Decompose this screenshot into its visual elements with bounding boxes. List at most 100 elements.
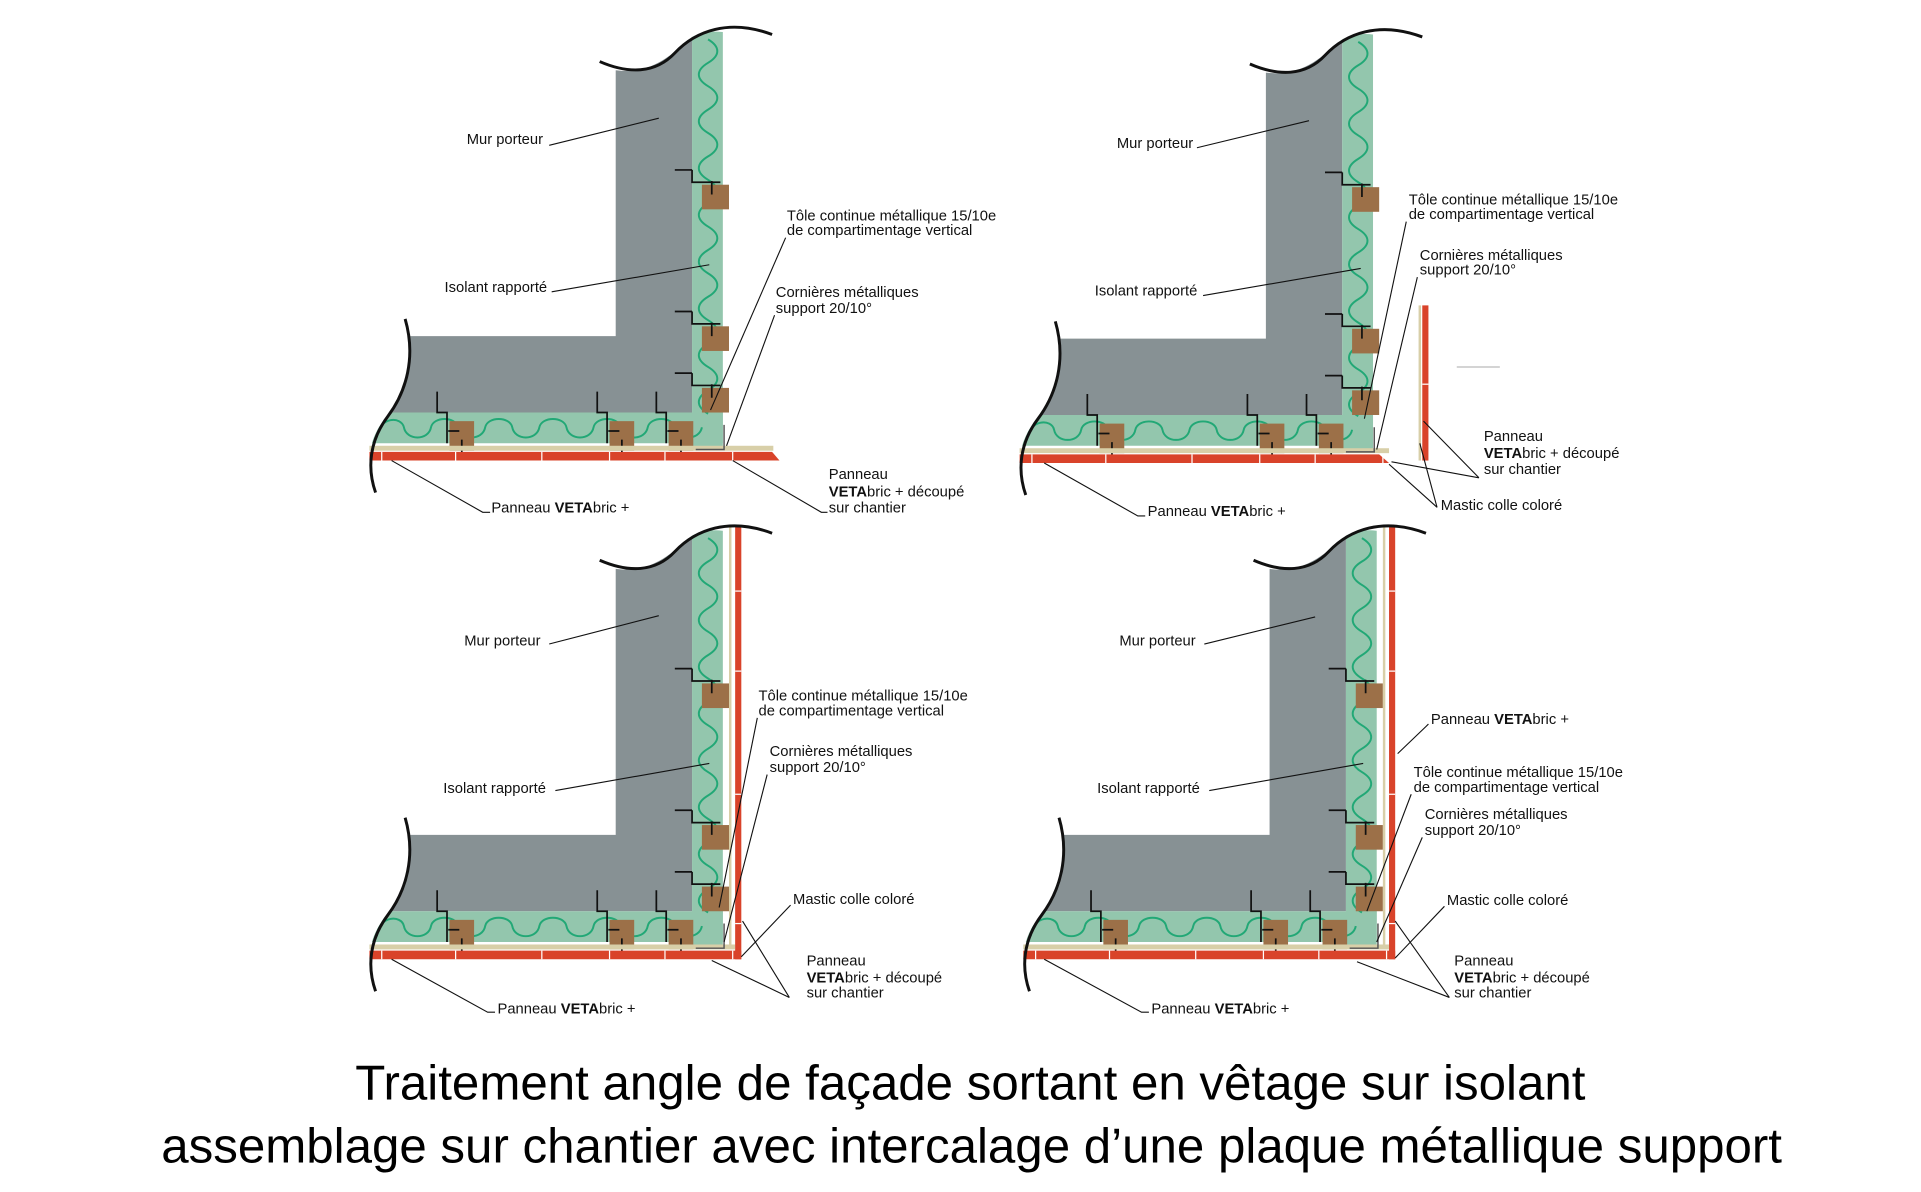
break-line	[1252, 524, 1427, 571]
metal-bracket	[674, 372, 721, 398]
break-line	[1019, 320, 1062, 496]
wood-batten	[1355, 825, 1383, 850]
section-panel	[369, 524, 773, 992]
label-mastic: Mastic colle coloré	[793, 892, 914, 908]
break-line	[369, 817, 412, 992]
label-decoupe-2: VETAbric + découpé	[829, 484, 965, 500]
label-decoupe-3: sur chantier	[1484, 462, 1561, 478]
leader-line	[726, 315, 776, 446]
metal-sheet	[1345, 427, 1375, 453]
leader-line	[1196, 120, 1310, 149]
label-decoupe-2: VETAbric + découpé	[1454, 971, 1590, 987]
section-drawings	[369, 25, 1429, 992]
break-line	[369, 318, 412, 494]
label-tole-1: Tôle continue métallique 15/10e	[759, 689, 968, 705]
label-decoupe-3: sur chantier	[829, 500, 906, 516]
label-side-panneau: Panneau VETAbric +	[1431, 712, 1569, 728]
wood-batten	[701, 683, 729, 709]
label-panneau: Panneau VETAbric +	[491, 500, 629, 516]
label-tole-1: Tôle continue métallique 15/10e	[1414, 765, 1623, 781]
title-line-1: Traitement angle de façade sortant en vê…	[355, 1056, 1585, 1111]
leader-line	[1209, 762, 1364, 792]
metal-sheet	[1349, 923, 1379, 949]
leader-line	[732, 460, 828, 513]
insulation-vertical	[1345, 530, 1377, 949]
metal-bracket	[1324, 374, 1371, 401]
label-tole-1: Tôle continue métallique 15/10e	[787, 208, 996, 224]
load-bearing-wall	[391, 535, 693, 912]
metal-bracket	[674, 809, 721, 835]
leader-line	[711, 959, 790, 998]
leader-line	[551, 264, 710, 293]
leader-line	[718, 717, 758, 908]
label-decoupe-2: VETAbric + découpé	[1484, 446, 1620, 462]
label-mastic: Mastic colle coloré	[1441, 498, 1562, 514]
label-isolant: Isolant rapporté	[1097, 781, 1200, 797]
label-cornieres-2: support 20/10°	[770, 760, 866, 776]
wood-batten	[701, 184, 729, 210]
mastic-strip	[1418, 305, 1422, 461]
panel-3-labels: Mur porteur Isolant rapporté Tôle contin…	[391, 615, 968, 1017]
load-bearing-wall	[391, 36, 693, 413]
leader-line	[1394, 920, 1450, 998]
metal-bracket	[1324, 313, 1371, 339]
wood-batten	[1355, 683, 1383, 709]
section-panel	[369, 25, 780, 494]
label-panneau: Panneau VETAbric +	[497, 1001, 635, 1017]
leader-line	[1043, 462, 1146, 517]
insulation-vertical	[1342, 34, 1374, 452]
label-mastic: Mastic colle coloré	[1447, 893, 1568, 909]
insulation-wave	[1351, 537, 1373, 914]
air-gap-strip	[1019, 448, 1390, 454]
metal-sheet	[695, 923, 725, 949]
metal-bracket	[674, 870, 721, 897]
section-panel	[1019, 28, 1429, 496]
load-bearing-wall	[1045, 535, 1346, 912]
load-bearing-wall	[1041, 39, 1343, 415]
cladding-panel-vertical	[735, 527, 742, 960]
wood-batten	[701, 326, 729, 351]
wood-batten	[1355, 886, 1383, 912]
label-cornieres-1: Cornières métalliques	[770, 744, 913, 760]
label-tole-2: de compartimentage vertical	[1409, 207, 1594, 223]
wood-batten	[701, 886, 729, 912]
insulation-wave	[1026, 420, 1354, 441]
leader-line	[1043, 958, 1149, 1013]
label-mur-porteur: Mur porteur	[464, 633, 540, 649]
section-panel	[1023, 524, 1427, 992]
break-line	[599, 524, 773, 571]
cladding-panel-horizontal	[1019, 454, 1390, 464]
label-cornieres-2: support 20/10°	[1420, 263, 1516, 279]
leader-line	[723, 774, 768, 943]
panel-2-labels: Mur porteur Isolant rapporté Tôle contin…	[1043, 120, 1620, 520]
label-cornieres-1: Cornières métalliques	[776, 285, 919, 301]
label-panneau: Panneau VETAbric +	[1151, 1001, 1289, 1017]
metal-sheet	[695, 424, 725, 451]
label-decoupe-3: sur chantier	[1454, 985, 1531, 1001]
wood-batten	[701, 825, 729, 850]
label-panneau: Panneau VETAbric +	[1148, 504, 1286, 520]
label-decoupe-1: Panneau	[1484, 429, 1543, 445]
leader-line	[1419, 443, 1438, 508]
leader-line	[1391, 461, 1480, 479]
label-decoupe-2: VETAbric + découpé	[807, 971, 943, 987]
metal-bracket	[1324, 171, 1371, 198]
leader-line	[1204, 616, 1316, 645]
leader-line	[1397, 723, 1429, 755]
leader-line	[740, 904, 791, 958]
leader-line	[549, 117, 659, 146]
leader-line	[391, 460, 491, 513]
insulation-wave	[697, 38, 719, 415]
insulation-wave	[1029, 916, 1357, 938]
metal-bracket	[674, 169, 721, 195]
leader-line	[710, 237, 787, 411]
label-mur-porteur: Mur porteur	[467, 132, 543, 148]
leader-line	[391, 958, 496, 1013]
panel-1-labels: Mur porteur Isolant rapporté Tôle contin…	[391, 117, 996, 516]
panel-4-labels: Mur porteur Isolant rapporté Panneau VET…	[1043, 616, 1623, 1017]
insulation-wave	[1348, 41, 1369, 418]
label-cornieres-2: support 20/10°	[776, 301, 872, 317]
insulation-vertical	[692, 530, 723, 949]
label-decoupe-3: sur chantier	[807, 985, 884, 1001]
